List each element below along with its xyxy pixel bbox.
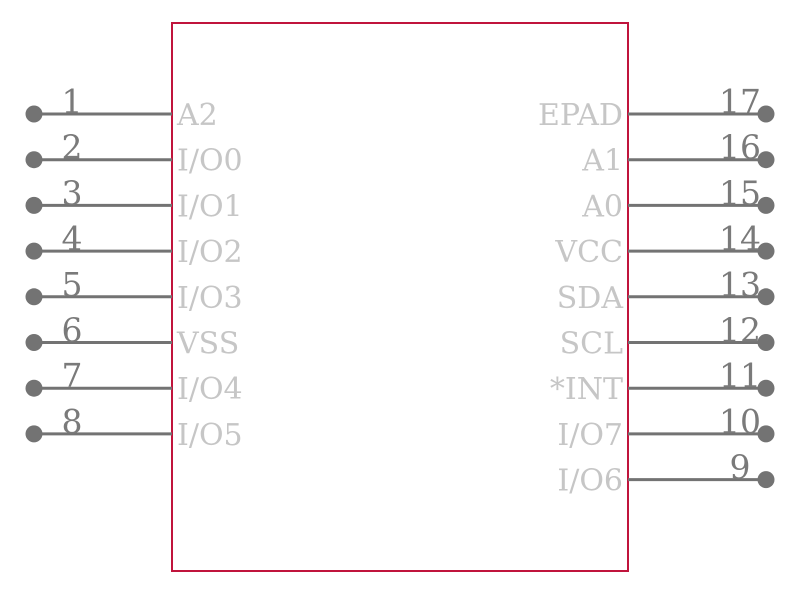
left-pin-8: 8 I/O5 <box>25 402 243 453</box>
right-pin-12: 12 SCL <box>560 311 775 362</box>
right-pin-17-name: EPAD <box>538 98 623 133</box>
left-pin-7: 7 I/O4 <box>25 356 243 407</box>
left-pin-5-number: 5 <box>62 265 83 304</box>
left-pin-2-number: 2 <box>62 128 83 167</box>
right-pin-9-number: 9 <box>730 448 751 487</box>
right-pin-10-terminal <box>757 425 775 443</box>
left-pin-8-terminal <box>25 425 43 443</box>
left-pin-7-number: 7 <box>62 356 83 395</box>
right-pin-16-name: A1 <box>581 144 623 179</box>
left-pin-6: 6 VSS <box>25 311 239 362</box>
right-pin-11: 11 *INT <box>550 356 775 407</box>
right-pin-9-terminal <box>757 471 775 489</box>
right-pin-11-name: *INT <box>550 372 623 407</box>
right-pin-16: 16 A1 <box>581 128 775 179</box>
right-pin-11-number: 11 <box>719 356 761 395</box>
left-pin-1-number: 1 <box>62 82 83 121</box>
right-pin-11-terminal <box>757 379 775 397</box>
left-pin-1-name: A2 <box>176 98 218 133</box>
left-pin-2-name: I/O0 <box>177 144 243 179</box>
left-pin-2-terminal <box>25 151 43 169</box>
left-pin-4-terminal <box>25 242 43 260</box>
left-pin-3-number: 3 <box>62 173 83 212</box>
left-pin-8-number: 8 <box>62 402 83 441</box>
right-pin-15-name: A0 <box>581 189 623 224</box>
left-pin-6-number: 6 <box>62 311 83 350</box>
right-pin-9-name: I/O6 <box>557 464 623 499</box>
left-pin-5-name: I/O3 <box>177 281 243 316</box>
left-pin-2: 2 I/O0 <box>25 128 243 179</box>
left-pin-6-terminal <box>25 334 43 351</box>
left-pin-1: 1 A2 <box>25 82 218 133</box>
right-pin-13: 13 SDA <box>557 265 775 316</box>
right-pin-15-number: 15 <box>719 173 761 212</box>
left-pin-3-terminal <box>25 196 43 214</box>
right-pin-12-terminal <box>757 334 775 351</box>
right-pin-14-number: 14 <box>719 219 761 258</box>
left-pin-7-terminal <box>25 379 43 397</box>
left-pin-3-name: I/O1 <box>177 189 243 224</box>
right-pin-13-number: 13 <box>719 265 761 304</box>
left-pin-1-terminal <box>25 105 43 123</box>
right-pin-10-number: 10 <box>719 402 761 441</box>
right-pin-14-name: VCC <box>554 235 623 270</box>
left-pin-4: 4 I/O2 <box>25 219 243 270</box>
right-pin-13-terminal <box>757 288 775 306</box>
left-pin-group: 1 A2 2 I/O0 3 I/O1 4 I/O2 5 I/O3 6 VSS 7 I/O4 8 I/O5 <box>25 82 243 453</box>
left-pin-5: 5 I/O3 <box>25 265 243 316</box>
right-pin-16-terminal <box>757 151 775 169</box>
right-pin-17: 17 EPAD <box>538 82 775 133</box>
right-pin-10-name: I/O7 <box>557 418 623 453</box>
left-pin-6-name: VSS <box>176 327 239 362</box>
right-pin-15-terminal <box>757 196 775 214</box>
left-pin-4-number: 4 <box>62 219 83 258</box>
right-pin-17-number: 17 <box>719 82 761 121</box>
right-pin-10: 10 I/O7 <box>557 402 775 453</box>
left-pin-4-name: I/O2 <box>177 235 243 270</box>
left-pin-5-terminal <box>25 288 43 306</box>
right-pin-12-number: 12 <box>719 311 761 350</box>
right-pin-group: 17EPAD16A115A014VCC13SDA12SCL11*INT10I/O… <box>538 82 775 499</box>
left-pin-3: 3 I/O1 <box>25 173 243 224</box>
left-pin-7-name: I/O4 <box>177 372 243 407</box>
right-pin-14-terminal <box>757 242 775 260</box>
left-pin-8-name: I/O5 <box>177 418 243 453</box>
right-pin-9: 9 I/O6 <box>557 448 775 499</box>
right-pin-12-name: SCL <box>560 327 624 362</box>
right-pin-17-terminal <box>757 105 775 123</box>
right-pin-15: 15 A0 <box>581 173 775 224</box>
right-pin-13-name: SDA <box>557 281 624 316</box>
right-pin-16-number: 16 <box>719 128 761 167</box>
right-pin-14: 14 VCC <box>554 219 775 270</box>
